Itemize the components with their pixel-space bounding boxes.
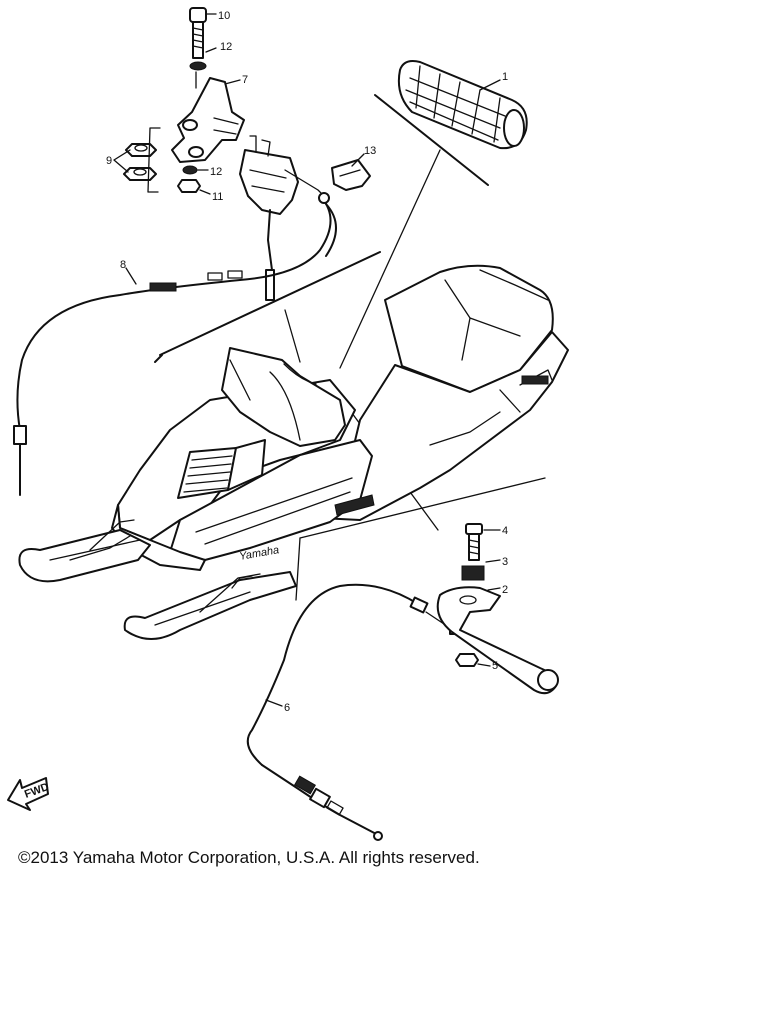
- callout-10: 10: [218, 10, 230, 22]
- callout-5: 5: [492, 660, 498, 672]
- callout-9: 9: [106, 155, 112, 167]
- throttle-cable-part-8[interactable]: [13, 192, 337, 496]
- brake-lever-part-2[interactable]: [436, 586, 559, 695]
- nut-part-11[interactable]: [177, 179, 201, 193]
- snowmobile-body: Yamaha: [111, 264, 569, 571]
- nut-part-5[interactable]: [455, 653, 479, 667]
- callout-13: 13: [364, 145, 376, 157]
- callout-3: 3: [502, 556, 508, 568]
- callout-8: 8: [120, 259, 126, 271]
- callout-1: 1: [502, 71, 508, 83]
- callout-11: 11: [212, 191, 223, 203]
- nut-part-9-lower[interactable]: [123, 167, 157, 181]
- brake-cable-part-6[interactable]: [246, 583, 461, 841]
- bolt-part-4[interactable]: [465, 523, 483, 561]
- callout-4: 4: [502, 525, 508, 537]
- washer-part-12-top[interactable]: [189, 61, 207, 71]
- callout-12-lower: 12: [210, 166, 222, 178]
- bracket-part-7[interactable]: [171, 77, 245, 163]
- callout-2: 2: [502, 584, 508, 596]
- callout-6: 6: [284, 702, 290, 714]
- washer-part-12-lower[interactable]: [182, 165, 198, 175]
- callout-7: 7: [242, 74, 248, 86]
- bolt-part-10[interactable]: [189, 7, 207, 59]
- ski-left: [18, 519, 151, 583]
- copyright-notice: ©2013 Yamaha Motor Corporation, U.S.A. A…: [18, 848, 480, 867]
- callout-12-top: 12: [220, 41, 232, 53]
- throttle-housing[interactable]: [239, 135, 327, 301]
- fwd-arrow-icon: FWD: [7, 777, 51, 811]
- clip-part-13[interactable]: [331, 159, 371, 191]
- ski-right: [123, 571, 297, 640]
- grip-part-1[interactable]: [374, 60, 528, 186]
- collar-part-3[interactable]: [461, 565, 485, 581]
